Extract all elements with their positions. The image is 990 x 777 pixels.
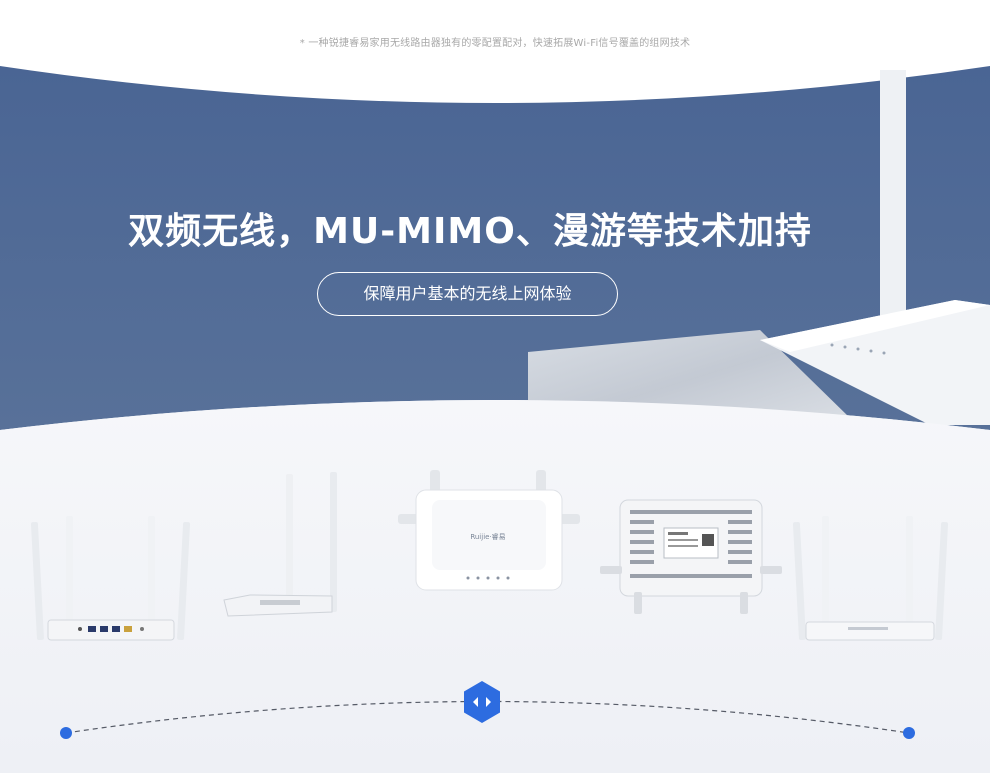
footnote: * 一种锐捷睿易家用无线路由器独有的零配置配对，快速拓展Wi-Fi信号覆盖的组网… (299, 38, 691, 49)
router-top-view: Ruijie·睿易 (398, 470, 580, 591)
carousel-nav-button[interactable] (462, 680, 502, 724)
carousel-right-dot (903, 727, 915, 739)
router-back-view (30, 516, 191, 641)
hero-title: 双频无线，MU-MIMO、漫游等技术加持 (128, 211, 812, 252)
hero-subtitle-pill: 保障用户基本的无线上网体验 (317, 272, 618, 316)
router-front-view (792, 516, 949, 641)
router-brand-text: Ruijie·睿易 (470, 532, 505, 541)
chevron-right-icon[interactable] (486, 697, 491, 707)
chevron-left-icon[interactable] (473, 697, 478, 707)
carousel-left-dot (60, 727, 72, 739)
router-side-view (223, 472, 337, 617)
router-bottom-view (600, 499, 782, 614)
